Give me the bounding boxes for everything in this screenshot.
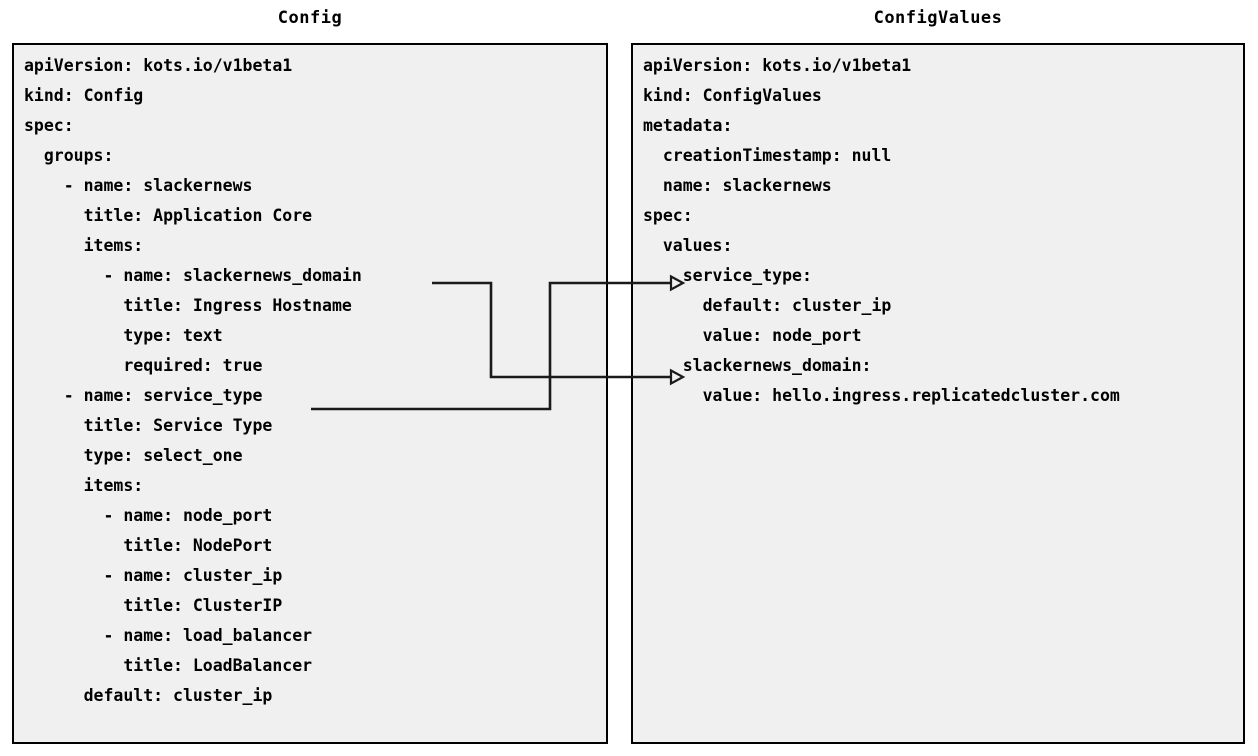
config-yaml-line: default: cluster_ip [24,686,273,705]
config-code-block: apiVersion: kots.io/v1beta1 kind: Config s… [24,51,602,738]
config-yaml-line: apiVersion: kots.io/v1beta1 [24,56,293,75]
config-yaml-line: - name: slackernews [24,176,253,195]
config-yaml-line: title: ClusterIP [24,596,283,615]
config-panel: apiVersion: kots.io/v1beta1 kind: Config s… [12,43,608,744]
config-yaml-line: title: Ingress Hostname [24,296,352,315]
configvalues-yaml-line: values: [643,236,733,255]
config-yaml-line: - name: cluster_ip [24,566,283,585]
configvalues-yaml-line: spec: [643,206,693,225]
configvalues-yaml-line: apiVersion: kots.io/v1beta1 [643,56,912,75]
configvalues-yaml-line: value: node_port [643,326,862,345]
configvalues-yaml-line: default: cluster_ip [643,296,892,315]
configvalues-yaml-line: creationTimestamp: null [643,146,892,165]
config-yaml-line: type: text [24,326,223,345]
config-yaml-line: required: true [24,356,263,375]
config-yaml-line: - name: slackernews_domain [24,266,362,285]
config-yaml-line: title: NodePort [24,536,273,555]
config-yaml-line: title: Service Type [24,416,273,435]
configvalues-code-block: apiVersion: kots.io/v1beta1 kind: ConfigV… [643,51,1239,738]
configvalues-yaml-line: name: slackernews [643,176,832,195]
config-yaml-line: kind: Config [24,86,144,105]
config-yaml-line: title: Application Core [24,206,313,225]
configvalues-panel-title: ConfigValues [873,8,1003,28]
config-yaml-line: type: select_one [24,446,243,465]
config-yaml-line: items: [24,236,144,255]
config-yaml-line: - name: load_balancer [24,626,313,645]
configvalues-panel: apiVersion: kots.io/v1beta1 kind: ConfigV… [631,43,1245,744]
config-yaml-line: - name: service_type [24,386,263,405]
configvalues-yaml-line: kind: ConfigValues [643,86,822,105]
configvalues-yaml-line: metadata: [643,116,733,135]
config-yaml-line: spec: [24,116,74,135]
configvalues-yaml-line: slackernews_domain: [643,356,872,375]
config-yaml-line: groups: [24,146,114,165]
configvalues-yaml-line: service_type: [643,266,812,285]
configvalues-yaml-line: value: hello.ingress.replicatedcluster.c… [643,386,1120,405]
config-yaml-line: items: [24,476,144,495]
config-panel-title: Config [277,8,343,28]
config-yaml-line: title: LoadBalancer [24,656,313,675]
config-yaml-line: - name: node_port [24,506,273,525]
